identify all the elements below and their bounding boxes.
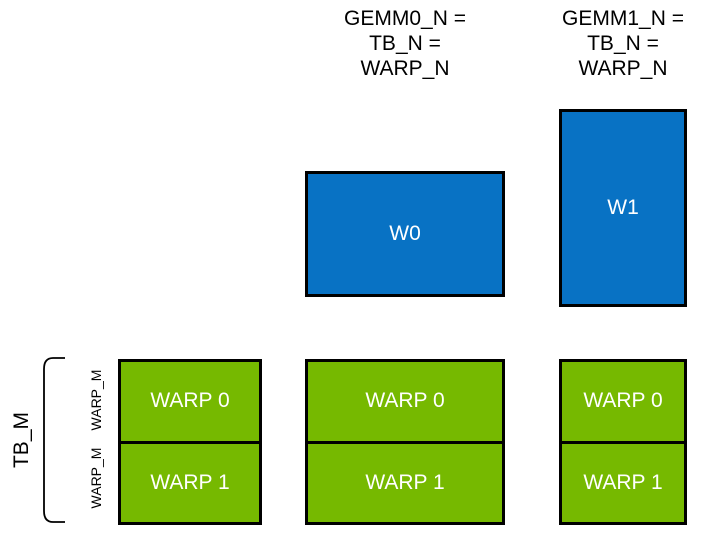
gemm0-label-line-2: TB_N = xyxy=(369,32,441,55)
gemm0-column-label: GEMM0_N = TB_N = WARP_N xyxy=(305,6,505,81)
gemm1-label-line-3: WARP_N xyxy=(578,57,668,80)
warp1-cell-gemm0: WARP 1 xyxy=(308,440,502,522)
warp0-cell-gemm1: WARP 0 xyxy=(562,362,684,441)
gemm0-label-line-3: WARP_N xyxy=(360,57,450,80)
gemm1-label-line-1: GEMM1_N = xyxy=(562,7,684,30)
accumulator-tile-w1: W1 xyxy=(559,109,687,307)
warp-m-label-row1: WARP_M xyxy=(88,447,104,509)
gemm1-label-line-2: TB_N = xyxy=(587,32,659,55)
warp-m-label-row0: WARP_M xyxy=(88,369,104,431)
warp-group-threadblock: WARP 0 WARP 1 xyxy=(118,359,262,525)
warp-group-gemm1: WARP 0 WARP 1 xyxy=(559,359,687,525)
tb-m-bracket xyxy=(43,357,65,523)
gemm0-label-line-1: GEMM0_N = xyxy=(344,7,466,30)
warp1-cell-gemm1: WARP 1 xyxy=(562,440,684,522)
warp0-cell-threadblock: WARP 0 xyxy=(121,362,259,441)
warp0-cell-gemm0: WARP 0 xyxy=(308,362,502,441)
w1-label: W1 xyxy=(607,196,639,219)
w0-label: W0 xyxy=(389,222,421,245)
gemm1-column-label: GEMM1_N = TB_N = WARP_N xyxy=(559,6,687,81)
warp1-cell-threadblock: WARP 1 xyxy=(121,440,259,522)
tb-m-axis-label: TB_M xyxy=(10,412,33,469)
accumulator-tile-w0: W0 xyxy=(305,171,505,297)
warp-group-gemm0: WARP 0 WARP 1 xyxy=(305,359,505,525)
